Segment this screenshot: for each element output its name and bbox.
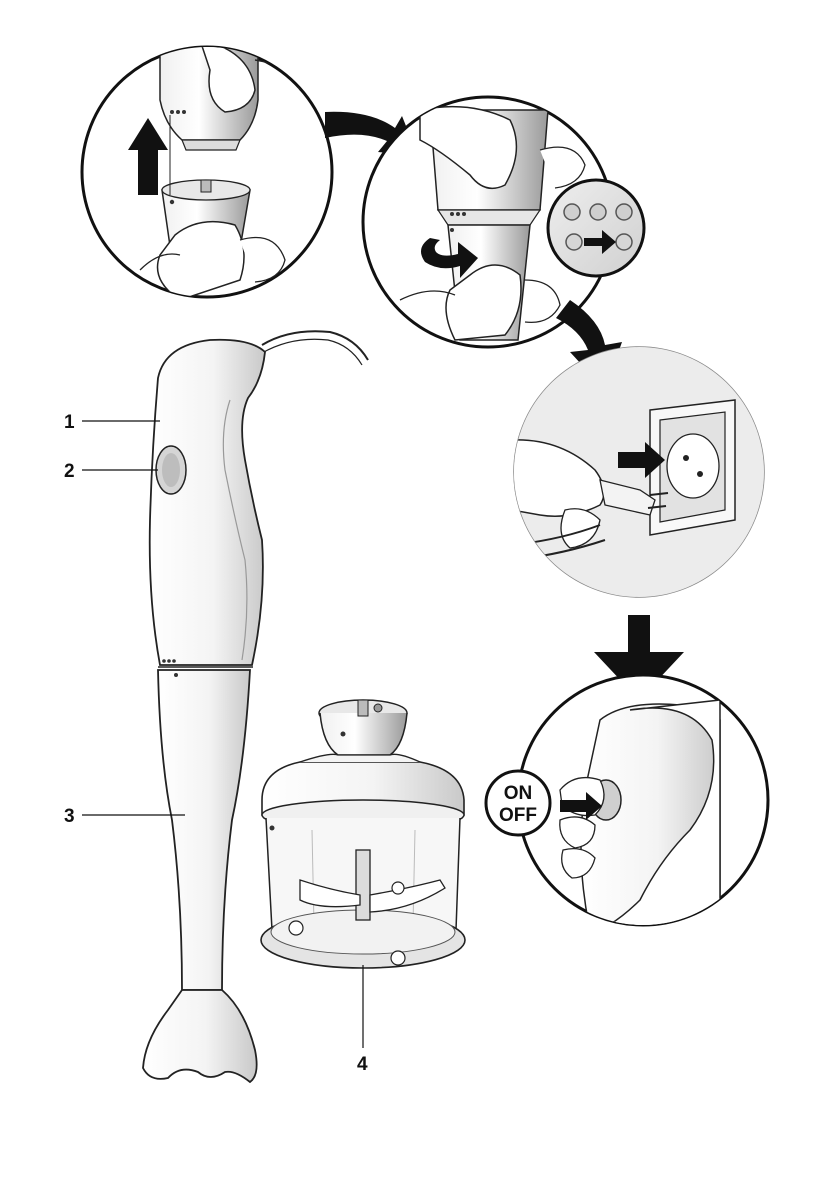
step-3-plug-in-circle bbox=[512, 340, 772, 610]
part-number-2: 2 bbox=[64, 461, 75, 482]
part-number-3: 3 bbox=[64, 806, 75, 827]
chopper-attachment bbox=[261, 700, 465, 968]
off-label: OFF bbox=[499, 805, 537, 826]
on-off-badge: ON OFF bbox=[486, 771, 550, 835]
step-1-detach-circle bbox=[82, 40, 332, 300]
on-label: ON bbox=[504, 783, 533, 804]
part-number-1: 1 bbox=[64, 412, 75, 433]
alignment-dots-badge bbox=[548, 180, 644, 276]
part-number-4: 4 bbox=[357, 1054, 368, 1075]
step-4-switch-circle bbox=[518, 675, 768, 930]
